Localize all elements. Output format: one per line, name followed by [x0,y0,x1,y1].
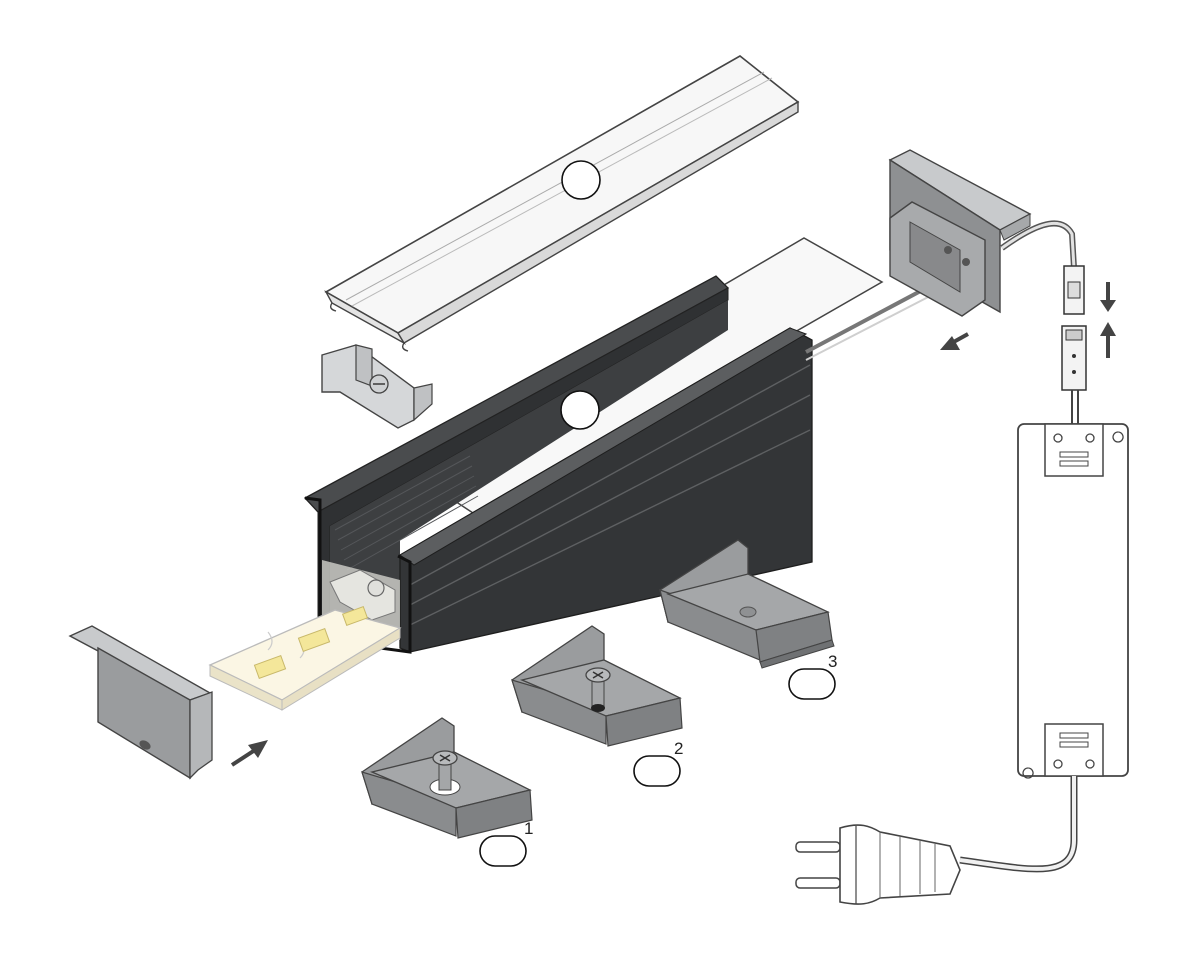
power-supply [1017,423,1129,779]
mounting-clip-1 [361,717,533,839]
arrow-insert-left-icon [230,740,268,767]
arrow-remove-right-icon [940,332,969,350]
mounting-clip-3 [659,539,835,669]
callout-number-2: 2 [674,739,683,758]
callout-circle-profile-diffuser [560,390,600,430]
mains-cable [959,776,1078,873]
inner-mounting-bracket [329,569,396,621]
callout-circle-diffuser-top [561,160,601,200]
aluminium-profile [303,237,884,654]
arrow-connect-up-icon [1100,322,1116,358]
callout-number-3: 3 [828,652,837,671]
led-chip-icon [297,627,331,653]
end-cap-left [68,625,213,780]
led-strip [208,605,402,711]
callout-clip-2: 2 [633,739,683,787]
callout-number-1: 1 [524,819,533,838]
arrow-connect-down-icon [1100,282,1116,312]
mains-plug [795,824,961,905]
connector [1061,265,1087,391]
led-chip-icon [253,654,287,680]
mounting-clip-2 [511,625,683,747]
end-cap-right [805,149,1032,361]
callout-clip-3: 3 [788,652,837,700]
mounting-bracket-small [321,344,433,429]
diffuser-cover-top [324,55,800,352]
led-chip-icon [341,605,369,627]
callout-clip-1: 1 [479,819,533,867]
